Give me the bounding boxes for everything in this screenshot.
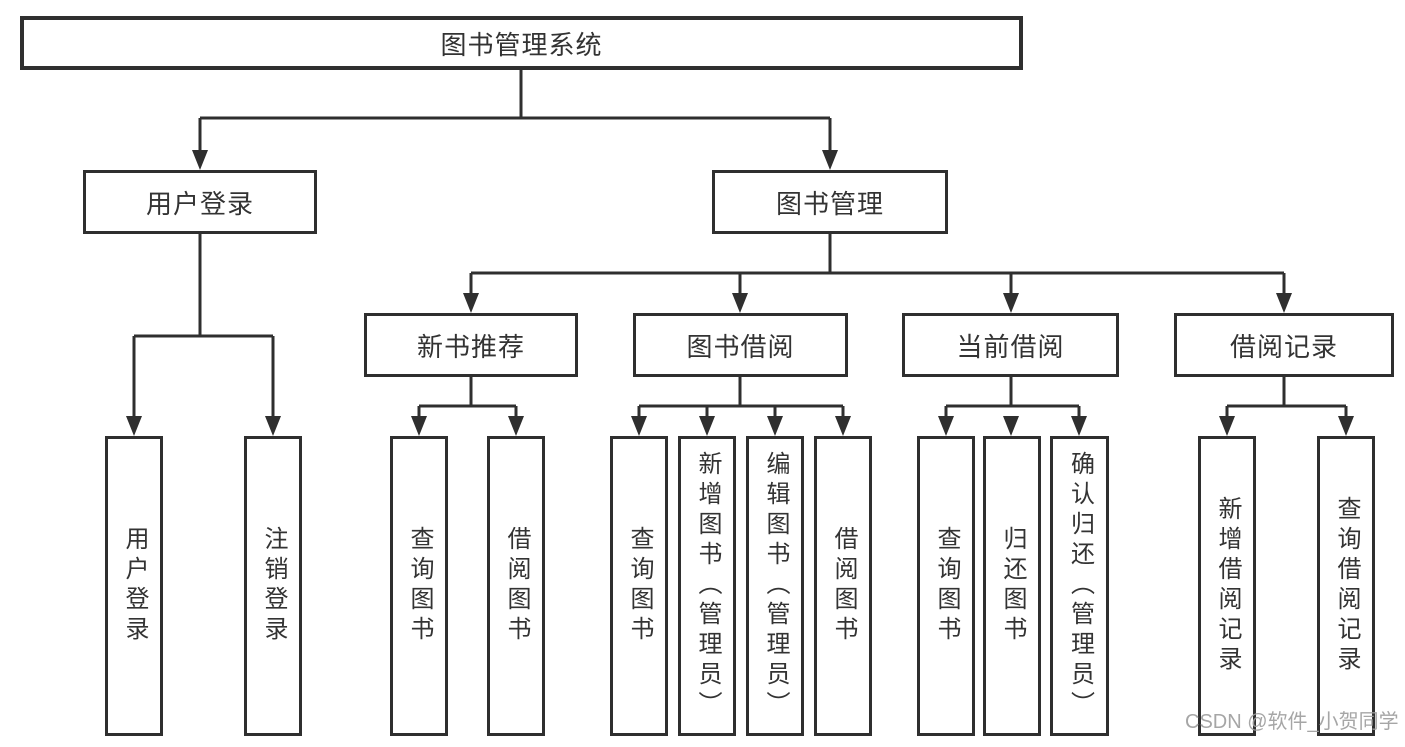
leaf-bb-edit-books-admin: 编辑图书（管理员） [746,436,804,736]
arrow-book-mgmt [822,150,838,170]
arrow-leaf-cb-confirm [1071,416,1087,436]
node-new-book-recommend-label: 新书推荐 [416,331,525,362]
node-current-borrowing-label: 当前借阅 [956,331,1065,362]
leaf-br-query-record-label: 查询借阅记录 [1333,496,1360,676]
arrow-leaf-bb-borrow [835,416,851,436]
arrow-borrow-records [1276,293,1292,313]
arrow-current-borrow [1003,293,1019,313]
node-book-management-label: 图书管理 [775,188,884,219]
arrow-user-login [192,150,208,170]
arrow-leaf-bb-edit [767,416,783,436]
leaf-nbr-borrow-books: 借阅图书 [487,436,545,736]
node-user-login: 用户登录 [83,170,317,234]
edge-user-login-branch [132,234,275,418]
leaf-cb-confirm-return-admin-label: 确认归还（管理员） [1066,451,1094,721]
node-root-system-label: 图书管理系统 [440,29,603,60]
leaf-bb-query-books-label: 查询图书 [626,526,653,646]
arrow-leaf-cb-return [1003,416,1019,436]
node-current-borrowing: 当前借阅 [902,313,1119,377]
leaf-bb-query-books: 查询图书 [610,436,668,736]
leaf-nbr-query-books: 查询图书 [390,436,448,736]
leaf-user-login: 用户登录 [105,436,163,736]
arrow-leaf-logout [265,416,281,436]
node-borrowing-records: 借阅记录 [1174,313,1394,377]
leaf-cb-query-books-label: 查询图书 [933,526,960,646]
arrow-leaf-br-query [1338,416,1354,436]
leaf-bb-borrow-books-label: 借阅图书 [830,526,857,646]
edge-new-book-rec-branch [417,377,518,418]
arrow-leaf-br-add [1219,416,1235,436]
arrow-leaf-bb-add [699,416,715,436]
node-user-login-label: 用户登录 [145,188,254,219]
leaf-cb-confirm-return-admin: 确认归还（管理员） [1050,436,1109,736]
node-borrowing-records-label: 借阅记录 [1229,331,1338,362]
node-book-borrowing-label: 图书借阅 [686,331,795,362]
arrow-leaf-cb-query [938,416,954,436]
leaf-bb-add-books-admin-label: 新增图书（管理员） [694,451,721,721]
arrow-leaf-nbr-borrow [508,416,524,436]
arrow-book-borrow [732,293,748,313]
arrow-leaf-nbr-query [411,416,427,436]
leaf-bb-add-books-admin: 新增图书（管理员） [678,436,736,736]
leaf-br-query-record: 查询借阅记录 [1317,436,1375,736]
edge-root-trunk [198,70,832,152]
arrow-new-book-rec [463,293,479,313]
edge-borrow-records-branch [1225,377,1348,418]
edge-current-borrow-branch [944,377,1081,418]
edge-book-borrow-branch [637,377,845,418]
leaf-nbr-query-books-label: 查询图书 [406,526,433,646]
edge-book-mgmt-branch [469,234,1286,295]
leaf-logout: 注销登录 [244,436,302,736]
leaf-bb-borrow-books: 借阅图书 [814,436,872,736]
leaf-user-login-label: 用户登录 [121,526,148,646]
leaf-br-add-record-label: 新增借阅记录 [1214,496,1241,676]
node-book-management: 图书管理 [712,170,948,234]
arrow-leaf-user-login [126,416,142,436]
leaf-nbr-borrow-books-label: 借阅图书 [503,526,530,646]
leaf-cb-query-books: 查询图书 [917,436,975,736]
leaf-cb-return-books: 归还图书 [983,436,1041,736]
csdn-watermark: CSDN @软件_小贺同学 [1185,711,1399,733]
leaf-br-add-record: 新增借阅记录 [1198,436,1256,736]
leaf-bb-edit-books-admin-label: 编辑图书（管理员） [762,451,789,721]
arrowheads [126,150,1354,436]
leaf-cb-return-books-label: 归还图书 [999,526,1026,646]
arrow-leaf-bb-query [631,416,647,436]
node-new-book-recommend: 新书推荐 [364,313,578,377]
node-book-borrowing: 图书借阅 [633,313,848,377]
node-root-system: 图书管理系统 [20,16,1023,70]
leaf-logout-label: 注销登录 [260,526,287,646]
